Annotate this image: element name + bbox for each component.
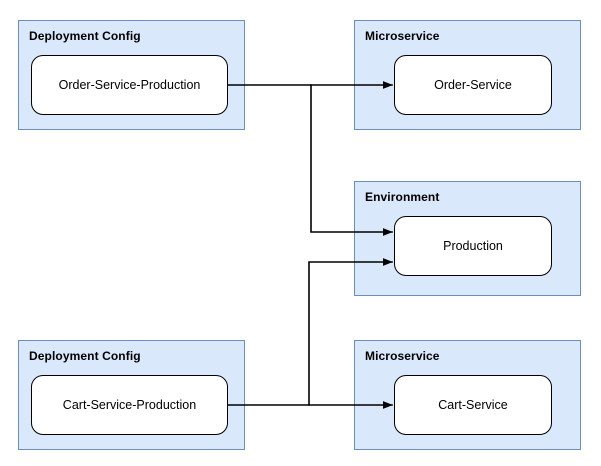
group-title-deployment-config-order: Deployment Config: [29, 29, 141, 43]
node-cart-service-production[interactable]: Cart-Service-Production: [31, 375, 228, 435]
node-label-cart-service: Cart-Service: [438, 398, 508, 412]
group-title-microservice-order: Microservice: [365, 29, 440, 43]
node-order-service[interactable]: Order-Service: [394, 55, 552, 115]
group-title-microservice-cart: Microservice: [365, 349, 440, 363]
node-label-order-service: Order-Service: [434, 78, 512, 92]
group-title-deployment-config-cart: Deployment Config: [29, 349, 141, 363]
node-order-service-production[interactable]: Order-Service-Production: [31, 55, 228, 115]
node-production[interactable]: Production: [394, 216, 552, 276]
group-title-environment: Environment: [365, 190, 440, 204]
node-label-cart-service-production: Cart-Service-Production: [62, 398, 197, 412]
node-label-order-service-production: Order-Service-Production: [58, 78, 201, 92]
node-cart-service[interactable]: Cart-Service: [394, 375, 552, 435]
node-label-production: Production: [443, 239, 503, 253]
